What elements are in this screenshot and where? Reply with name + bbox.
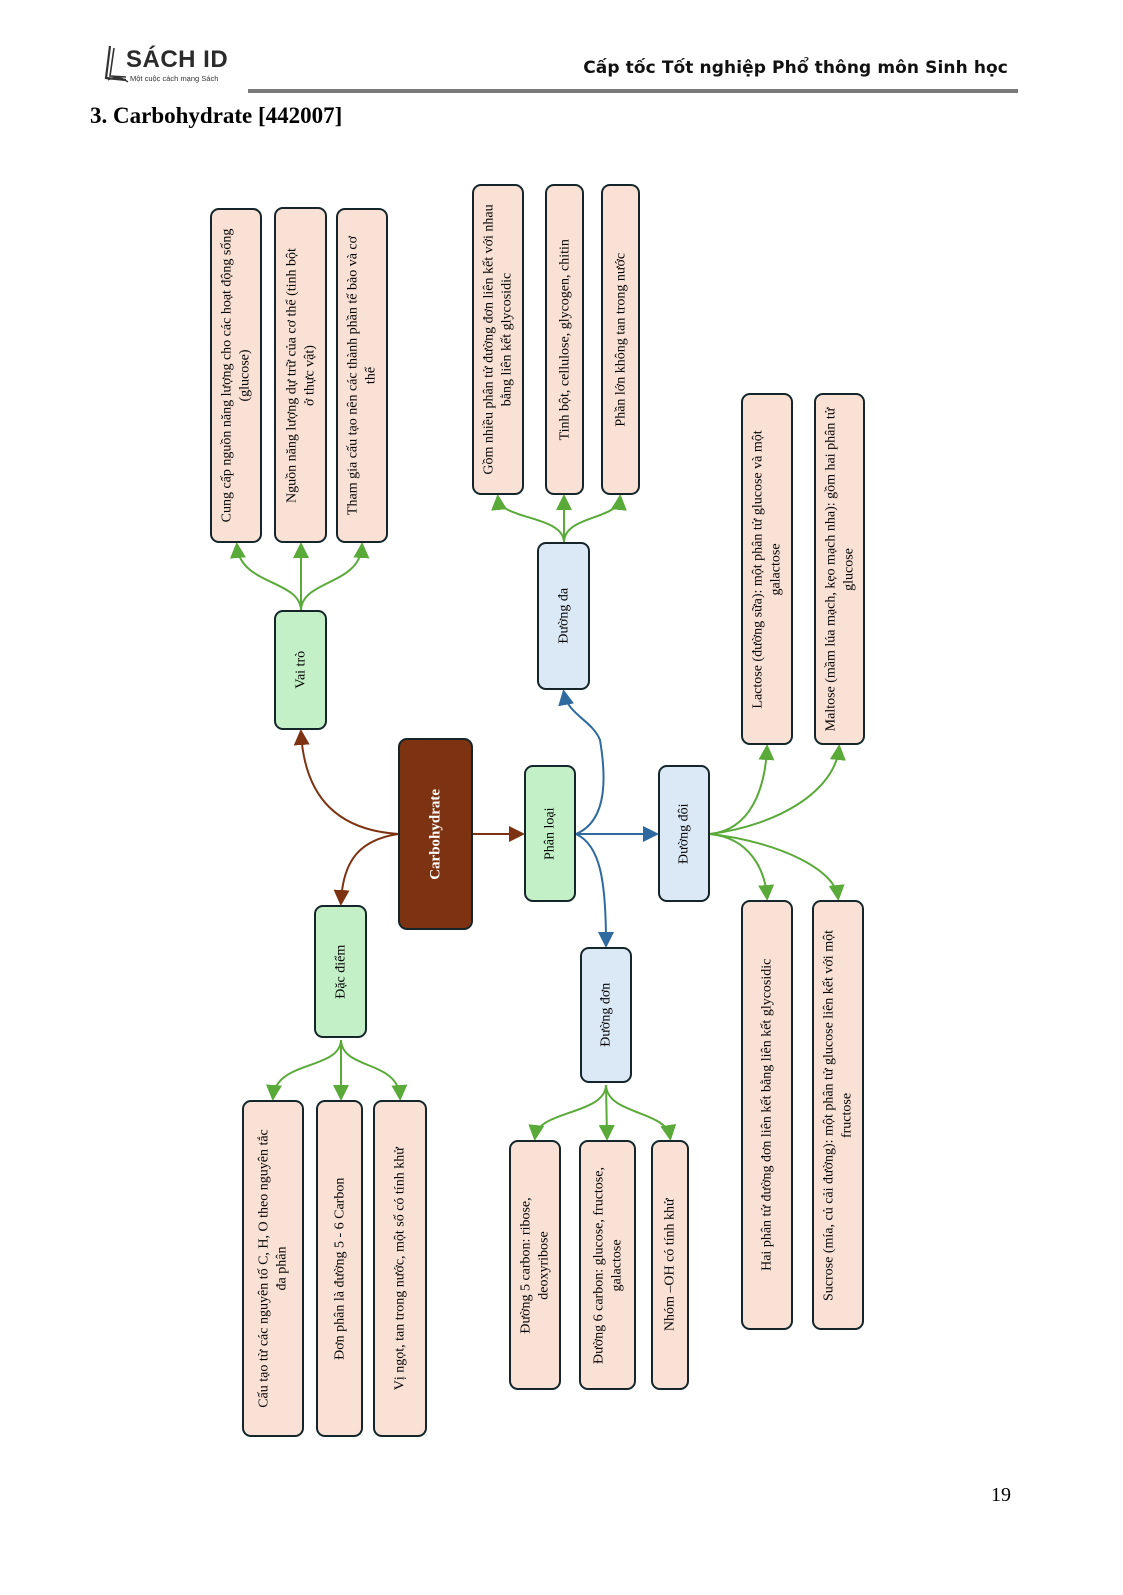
duongda-leaf-3-text: Phần lớn không tan trong nước: [612, 252, 628, 427]
duongdoi-leaf-glycosidic-text: Hai phân tử đường đơn liên kết bằng liên…: [759, 958, 775, 1272]
vaitro-leaf-3-text: Tham gia cấu tạo nên các thành phần tế b…: [345, 235, 379, 516]
duongda-leaf-1: Gồm nhiều phân tử đường đơn liên kết với…: [472, 184, 524, 495]
dacdiem-leaf-2: Đơn phân là đường 5 - 6 Carbon: [316, 1100, 363, 1437]
vaitro-node: Vai trò: [274, 610, 327, 730]
duongdoi-leaf-maltose: Maltose (mầm lúa mạch, kẹo mạch nha): gồ…: [814, 393, 865, 745]
duongdon-leaf-2: Đường 6 carbon: glucose, fructose, galac…: [579, 1140, 636, 1390]
dacdiem-leaf-2-text: Đơn phân là đường 5 - 6 Carbon: [331, 1177, 347, 1360]
phanloai-node: Phân loại: [524, 765, 576, 902]
duongdoi-leaf-glycosidic: Hai phân tử đường đơn liên kết bằng liên…: [741, 900, 793, 1330]
duongda-leaf-2: Tinh bột, cellulose, glycogen, chitin: [545, 184, 584, 495]
duongdoi-node: Đường đôi: [658, 765, 710, 902]
connector-duongdoi-sucrose: [709, 833, 845, 901]
vaitro-leaf-1-text: Cung cấp nguồn năng lượng cho các hoạt đ…: [219, 228, 253, 523]
duongdoi-leaf-lactose: Lactose (đường sữa): một phân tử glucose…: [741, 393, 793, 745]
vaitro-leaf-2-text: Nguồn năng lượng dự trữ của cơ thể (tinh…: [284, 247, 317, 503]
header-title: Cấp tốc Tốt nghiệp Phổ thông môn Sinh họ…: [583, 58, 1008, 78]
dacdiem-leaf-3-text: Vị ngọt, tan trong nước, một số có tính …: [392, 1146, 408, 1391]
sachid-logo: SÁCH ID Một cuộc cách mạng Sách: [104, 44, 234, 90]
duongdoi-leaf-lactose-text: Lactose (đường sữa): một phân tử glucose…: [750, 429, 784, 709]
dacdiem-leaf-3: Vị ngọt, tan trong nước, một số có tính …: [373, 1100, 427, 1437]
connector-duongdoi-maltose: [709, 744, 846, 835]
connector-root-dacdiem: [333, 833, 399, 906]
duongdoi-leaf-maltose-text: Maltose (mầm lúa mạch, kẹo mạch nha): gồ…: [823, 407, 856, 731]
dacdiem-leaf-1: Cấu tạo từ các nguyên tố C, H, O theo ng…: [242, 1100, 304, 1437]
duongda-leaf-1-text: Gồm nhiều phân tử đường đơn liên kết với…: [481, 204, 515, 475]
root-label: Carbohydrate: [427, 788, 444, 880]
duongdon-leaf-3: Nhóm –OH có tính khử: [651, 1140, 689, 1390]
page-number: 19: [991, 1484, 1011, 1506]
connector-vaitro-1: [229, 542, 302, 611]
vaitro-leaf-1: Cung cấp nguồn năng lượng cho các hoạt đ…: [210, 208, 262, 543]
vaitro-label: Vai trò: [292, 651, 308, 689]
connector-duongdon-2: [598, 1084, 615, 1141]
duongdon-leaf-1-text: Đường 5 carbon: ribose, deoxyribose: [518, 1196, 552, 1334]
dacdiem-node: Đặc điểm: [314, 905, 367, 1038]
duongdoi-leaf-sucrose: Sucrose (mía, củ cải đường): một phân tử…: [812, 900, 864, 1330]
dacdiem-leaf-1-text: Cấu tạo từ các nguyên tố C, H, O theo ng…: [256, 1129, 290, 1408]
connector-phanloai-duongdon: [575, 833, 614, 948]
phanloai-label: Phân loại: [542, 807, 558, 860]
connector-duongdon-1: [528, 1084, 607, 1141]
root-node-carbohydrate: Carbohydrate: [398, 738, 473, 930]
header-divider: [248, 89, 1018, 93]
logo-tagline: Một cuộc cách mạng Sách: [130, 74, 219, 83]
duongda-label: Đường đa: [555, 588, 571, 644]
connector-root-vaitro: [293, 729, 399, 835]
vaitro-leaf-2: Nguồn năng lượng dự trữ của cơ thể (tinh…: [274, 207, 327, 543]
duongdon-leaf-2-text: Đường 6 carbon: glucose, fructose, galac…: [591, 1166, 624, 1364]
connector-vaitro-3: [300, 542, 370, 611]
section-title: 3. Carbohydrate [442007]: [90, 103, 343, 128]
duongdon-leaf-1: Đường 5 carbon: ribose, deoxyribose: [509, 1140, 561, 1390]
duongda-leaf-2-text: Tinh bột, cellulose, glycogen, chitin: [556, 238, 572, 441]
duongdon-node: Đường đơn: [580, 947, 632, 1083]
connector-dacdiem-1: [266, 1039, 342, 1101]
duongdoi-label: Đường đôi: [676, 803, 692, 864]
duongdon-label: Đường đơn: [598, 983, 614, 1048]
connector-dacdiem-3: [340, 1039, 408, 1101]
connector-duongdon-3: [605, 1084, 677, 1141]
vaitro-leaf-3: Tham gia cấu tạo nên các thành phần tế b…: [336, 208, 388, 543]
book-logo-icon: [104, 45, 129, 83]
duongdoi-leaf-sucrose-text: Sucrose (mía, củ cải đường): một phân tử…: [821, 929, 855, 1301]
logo-text: SÁCH ID: [126, 46, 229, 73]
connector-duongdoi-hai: [709, 833, 775, 901]
duongda-leaf-3: Phần lớn không tan trong nước: [601, 184, 640, 495]
duongdon-leaf-3-text: Nhóm –OH có tính khử: [662, 1198, 678, 1332]
connector-duongda-1: [491, 494, 565, 543]
connector-duongdoi-lactose: [709, 744, 775, 835]
dacdiem-label: Đặc điểm: [332, 944, 348, 999]
connector-duongda-3: [563, 494, 627, 543]
duongda-node: Đường đa: [537, 542, 590, 690]
